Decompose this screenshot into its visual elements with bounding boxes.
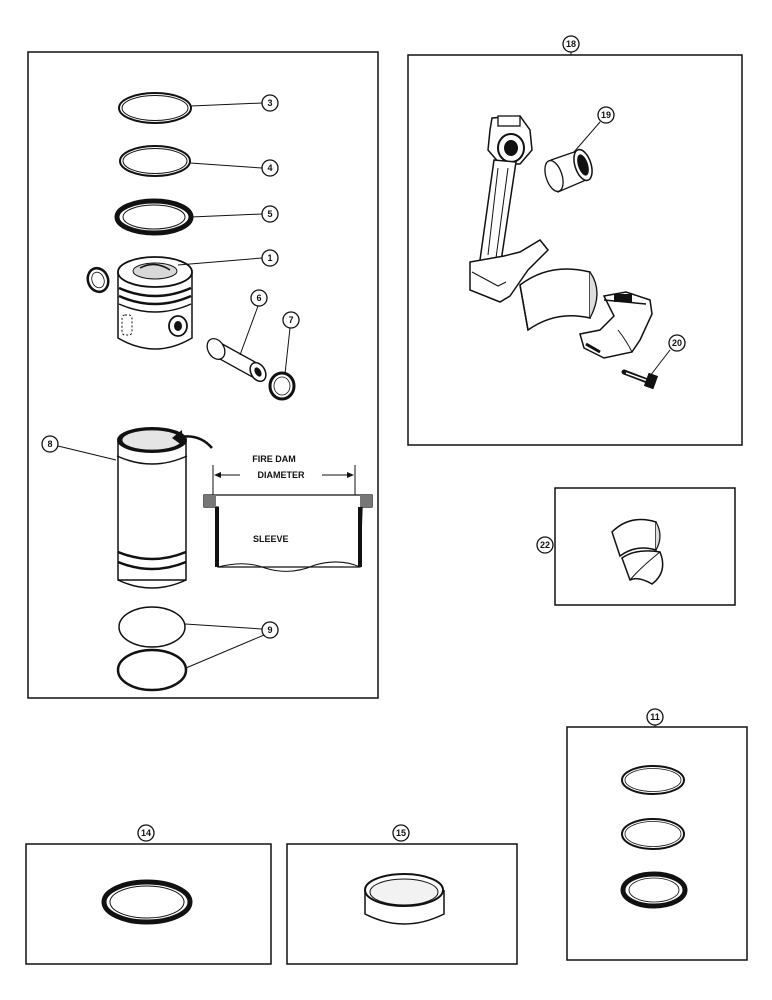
callout-14: 14 [137,824,155,842]
piston-pin-retainer [268,371,296,401]
svg-text:9: 9 [267,625,272,635]
diameter-label: DIAMETER [258,470,306,480]
svg-text:3: 3 [267,98,272,108]
callout-6: 6 [250,289,268,307]
rod-bearing-upper [519,268,598,332]
connecting-rod [469,115,550,303]
svg-text:11: 11 [650,712,660,722]
sleeve-o-ring-upper [118,606,186,648]
sleeve-o-ring-lower [116,648,188,692]
rod-bearing-set [611,518,664,585]
piston-pin [206,338,267,383]
callout-22: 22 [536,536,554,554]
svg-text:6: 6 [256,293,261,303]
svg-text:5: 5 [267,209,272,219]
connecting-rod-panel [407,54,743,446]
sleeve-insert-15 [364,873,445,925]
callout-9: 9 [261,621,279,639]
svg-text:4: 4 [267,163,272,173]
piston-pin-retainer-left [86,266,110,294]
oil-control-ring [114,198,194,236]
ring-set-top [621,765,685,795]
connecting-rod-cap [579,291,653,359]
callout-20: 20 [668,334,686,352]
svg-text:1: 1 [267,253,272,263]
single-ring-14 [101,879,193,925]
piston-pin-bushing [544,148,593,193]
piston-kit-panel [27,51,379,699]
fire-dam-label: FIRE DAM [252,454,296,464]
callout-15: 15 [392,824,410,842]
svg-text:18: 18 [566,39,576,49]
piston-ring-top [118,92,192,124]
svg-text:22: 22 [540,540,550,550]
svg-text:19: 19 [601,110,611,120]
piston [117,256,193,350]
rod-cap-bolt [621,369,659,390]
ring-panel-14 [25,843,272,965]
insert-panel-15 [286,843,518,965]
callout-19: 19 [597,106,615,124]
svg-text:20: 20 [672,338,682,348]
callout-5: 5 [261,205,279,223]
callout-8: 8 [41,435,59,453]
callout-4: 4 [261,159,279,177]
ring-set-panel [566,726,748,961]
detail-arrowhead [172,430,183,446]
bearing-panel [554,487,736,606]
callout-7: 7 [282,311,300,329]
svg-text:14: 14 [141,828,151,838]
cylinder-sleeve [116,427,188,589]
svg-text:7: 7 [288,315,293,325]
sleeve-section-detail [203,465,373,572]
callout-3: 3 [261,94,279,112]
svg-text:8: 8 [47,439,52,449]
svg-text:15: 15 [396,828,406,838]
ring-set-oil [620,871,688,909]
callout-18: 18 [562,35,580,53]
sleeve-label: SLEEVE [253,534,289,544]
callout-1: 1 [261,249,279,267]
callout-11: 11 [646,708,664,726]
piston-ring-second [119,145,191,177]
ring-set-middle [621,818,685,850]
